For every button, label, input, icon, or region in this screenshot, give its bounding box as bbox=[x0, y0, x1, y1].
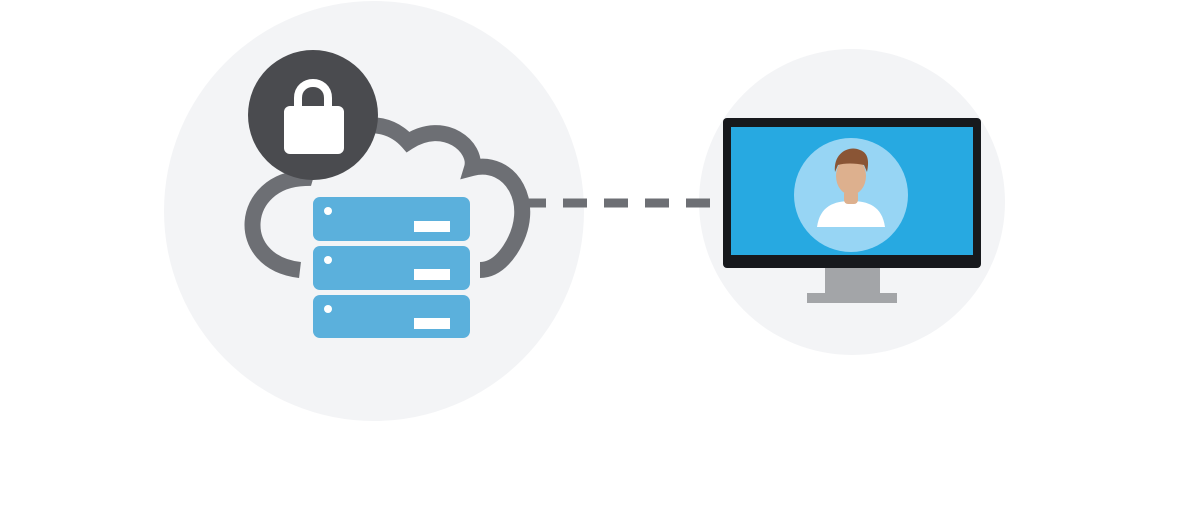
server-unit bbox=[313, 246, 470, 290]
avatar-shirt bbox=[817, 201, 885, 227]
server-unit bbox=[313, 197, 470, 241]
avatar-hair bbox=[834, 148, 869, 172]
lock-icon bbox=[284, 79, 344, 154]
server-stack-icon bbox=[313, 197, 470, 338]
lock-shackle bbox=[294, 79, 332, 116]
avatar-face bbox=[836, 157, 866, 195]
cloud-outline-icon bbox=[244, 117, 531, 278]
monitor-stand-neck bbox=[825, 266, 880, 294]
user-avatar-icon bbox=[794, 138, 908, 252]
monitor-icon bbox=[723, 118, 981, 303]
lock-badge bbox=[248, 50, 378, 180]
lock-body bbox=[284, 106, 344, 154]
server-unit bbox=[313, 295, 470, 338]
monitor-stand-base bbox=[807, 293, 897, 303]
